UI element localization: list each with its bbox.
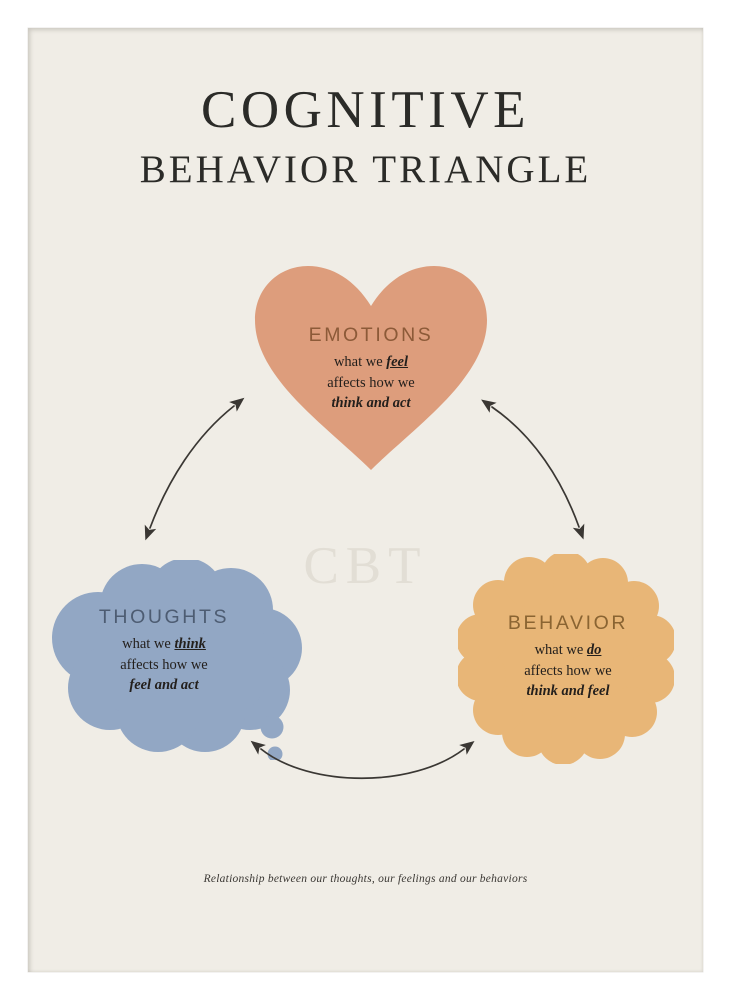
node-behavior-line-1-emphasis: do	[586, 642, 602, 658]
node-thoughts-heading: THOUGHTS	[98, 606, 230, 628]
node-emotions-line-1-emphasis: feel	[386, 354, 409, 370]
poster-mat: COGNITIVE BEHAVIOR TRIANGLE CBT EMOTIONS…	[28, 28, 703, 972]
node-emotions-text: EMOTIONS what we feel affects how we thi…	[253, 324, 489, 414]
node-thoughts-text: THOUGHTS what we think affects how we fe…	[50, 606, 278, 696]
arrow-thoughts-emotions	[144, 397, 245, 541]
page-title: COGNITIVE BEHAVIOR TRIANGLE	[28, 81, 703, 191]
node-behavior-line-1: what we do	[462, 640, 674, 661]
node-behavior-text: BEHAVIOR what we do affects how we think…	[462, 612, 674, 702]
node-thoughts-line-2: affects how we	[120, 656, 208, 673]
node-emotions-body: what we feel affects how we think and ac…	[253, 352, 489, 414]
node-behavior-line-1-prefix: what we	[534, 642, 587, 658]
node-behavior-heading: BEHAVIOR	[507, 612, 629, 634]
cbt-watermark: CBT	[303, 537, 428, 595]
poster-caption: Relationship between our thoughts, our f…	[203, 873, 528, 885]
node-behavior-line-3: think and feel	[526, 683, 610, 700]
node-behavior: BEHAVIOR what we do affects how we think…	[458, 554, 674, 764]
node-thoughts-line-1: what we think	[50, 634, 278, 655]
node-thoughts-line-1-emphasis: think	[174, 636, 206, 652]
arrow-emotions-behavior	[481, 399, 585, 540]
node-thoughts: THOUGHTS what we think affects how we fe…	[50, 560, 308, 760]
node-emotions-heading: EMOTIONS	[308, 324, 434, 346]
node-thoughts-line-1-prefix: what we	[122, 636, 175, 652]
node-emotions-line-1: what we feel	[253, 352, 489, 373]
node-thoughts-body: what we think affects how we feel and ac…	[50, 634, 278, 696]
node-emotions-line-1-prefix: what we	[333, 354, 387, 370]
heart-icon	[255, 266, 487, 470]
node-emotions-line-2: affects how we	[327, 374, 415, 391]
title-line-primary: COGNITIVE	[201, 81, 530, 139]
poster-canvas: COGNITIVE BEHAVIOR TRIANGLE CBT EMOTIONS…	[28, 28, 703, 972]
node-thoughts-line-3: feel and act	[129, 677, 199, 694]
node-behavior-line-2: affects how we	[524, 662, 612, 679]
node-emotions: EMOTIONS what we feel affects how we thi…	[253, 262, 489, 472]
title-line-secondary: BEHAVIOR TRIANGLE	[139, 148, 592, 191]
starburst-icon	[458, 554, 674, 764]
node-emotions-line-3: think and act	[331, 395, 411, 412]
node-behavior-body: what we do affects how we think and feel	[462, 640, 674, 702]
